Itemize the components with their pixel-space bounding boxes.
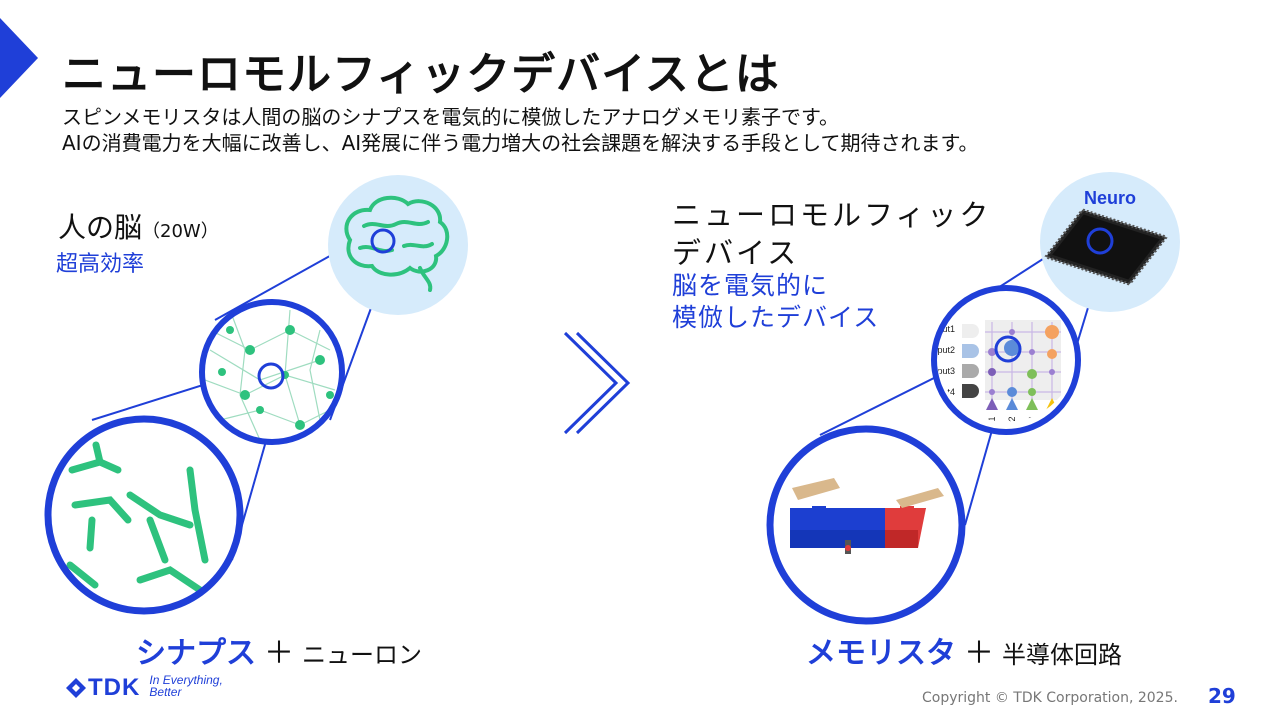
accent-triangle [0, 18, 38, 98]
plus-sign: ＋ [264, 636, 294, 671]
tdk-logo-text: TDK [88, 674, 141, 701]
device-heading-line-2: デバイス [672, 236, 800, 270]
right-caption: メモリスタ＋ 半導体回路 [806, 628, 1122, 672]
brain-power-note: （20W） [142, 221, 219, 242]
device-heading: ニューロモルフィック デバイス [672, 196, 991, 272]
brain-heading: 人の脳（20W） [58, 206, 219, 246]
neuron-label: ニューロン [302, 641, 422, 669]
crossbar-input-3: Input3 [930, 366, 955, 376]
device-sub-line-1: 脳を電気的に [672, 271, 829, 300]
copyright: Copyright © TDK Corporation, 2025. [922, 690, 1178, 706]
crossbar-array: Input1 Input2 Input3 Input4 Out1 Out2 Ou… [930, 285, 1081, 436]
semiconductor-label: 半導体回路 [1002, 641, 1122, 669]
subtitle-line-1: スピンメモリスタは人間の脳のシナプスを電気的に模倣したアナログメモリ素子です。 [62, 105, 839, 129]
tdk-logo: TDK In Everything, Better [88, 674, 223, 702]
chip-focus-ring [1086, 227, 1114, 255]
brain-heading-text: 人の脳 [58, 211, 143, 244]
page-title: ニューロモルフィックデバイスとは [62, 49, 780, 100]
device-sub-line-2: 模倣したデバイス [672, 303, 880, 332]
synapse-label: シナプス [136, 636, 256, 671]
arrow-chevron-icon [563, 331, 631, 435]
neuro-chip-illustration: Neuro [1040, 172, 1180, 312]
tagline-line-2: Better [149, 685, 182, 699]
page-number: 29 [1208, 684, 1236, 708]
subtitle-line-2: AIの消費電力を大幅に改善し、AI発展に伴う電力増大の社会課題を解決する手段とし… [62, 131, 979, 155]
crossbar-focus-ring [994, 335, 1022, 363]
neuron-network [199, 299, 345, 445]
brain-illustration [328, 175, 468, 315]
page-subtitle: スピンメモリスタは人間の脳のシナプスを電気的に模倣したアナログメモリ素子です。 … [62, 104, 979, 156]
crossbar-input-2: Input2 [930, 345, 955, 355]
brain-focus-ring [370, 228, 396, 254]
tagline-line-1: In Everything, [149, 673, 223, 687]
plus-sign: ＋ [964, 636, 994, 671]
tdk-tagline: In Everything, Better [149, 674, 222, 698]
brain-subheading: 超高効率 [56, 252, 145, 277]
memristor-device [790, 478, 944, 554]
synapse-closeup [44, 415, 244, 615]
device-subheading: 脳を電気的に 模倣したデバイス [672, 270, 879, 334]
device-heading-line-1: ニューロモルフィック [672, 198, 992, 232]
crossbar-output-1: Out1 [987, 416, 997, 436]
crossbar-output-2: Out2 [1007, 416, 1017, 436]
neuron-focus-ring [257, 362, 285, 390]
chip-label: Neuro [1084, 188, 1136, 208]
memristor-closeup [766, 425, 966, 625]
memristor-label: メモリスタ [806, 636, 956, 671]
crossbar-input-1: Input1 [930, 324, 955, 334]
left-caption: シナプス＋ ニューロン [136, 628, 422, 672]
tdk-logo-icon [66, 678, 86, 698]
